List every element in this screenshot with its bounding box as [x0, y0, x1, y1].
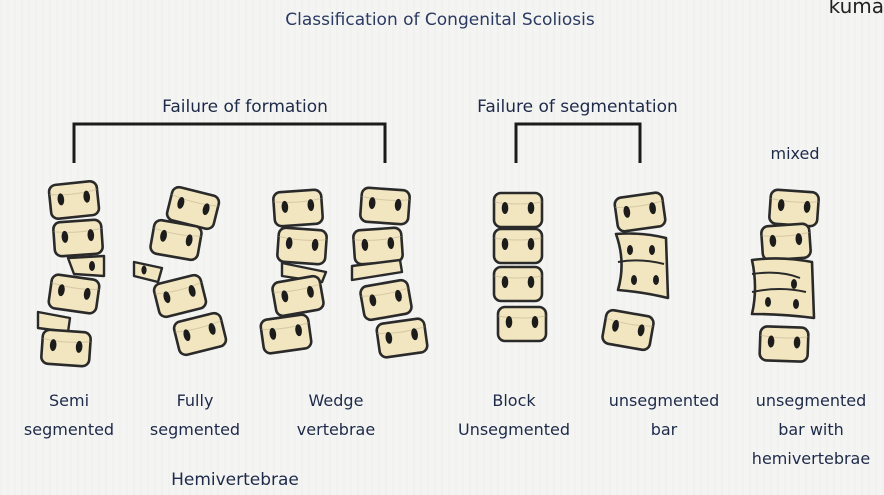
spine-block-unsegmented: [494, 193, 546, 341]
spine-semi-segmented: [38, 181, 104, 367]
caption-fully-line2: segmented: [138, 415, 252, 444]
spine-fully-segmented: [134, 186, 227, 357]
caption-bar-line2: bar: [594, 415, 734, 444]
caption-semi-line1: Semi: [14, 386, 124, 415]
caption-wedge-line2: vertebrae: [284, 415, 388, 444]
spine-mixed: [752, 189, 819, 361]
bracket-segmentation: [516, 124, 640, 163]
caption-bar-line1: unsegmented: [594, 386, 734, 415]
caption-block-line1: Block: [444, 386, 584, 415]
caption-mixed-line1: unsegmented: [738, 386, 884, 415]
spine-wedge-left: [260, 189, 327, 354]
caption-semi-segmented: Semi segmented: [14, 386, 124, 444]
hemivertebrae-label: Hemivertebrae: [150, 470, 320, 490]
caption-mixed-line2: bar with: [738, 415, 884, 444]
caption-fully-line1: Fully: [138, 386, 252, 415]
bracket-formation: [74, 124, 385, 163]
caption-unsegmented-bar: unsegmented bar: [594, 386, 734, 444]
caption-fully-segmented: Fully segmented: [138, 386, 252, 444]
caption-mixed: unsegmented bar with hemivertebrae: [738, 386, 884, 473]
caption-block-line2: Unsegmented: [444, 415, 584, 444]
caption-block-unsegmented: Block Unsegmented: [444, 386, 584, 444]
spine-unsegmented-bar: [601, 192, 668, 351]
spine-wedge-right: [352, 187, 428, 358]
caption-wedge-line1: Wedge: [284, 386, 388, 415]
caption-semi-line2: segmented: [14, 415, 124, 444]
caption-wedge-vertebrae: Wedge vertebrae: [284, 386, 388, 444]
caption-mixed-line3: hemivertebrae: [738, 444, 884, 473]
